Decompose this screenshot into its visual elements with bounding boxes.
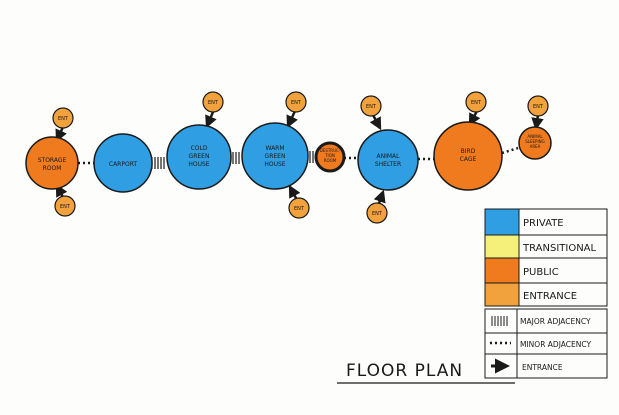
legend-label-minor: MINOR ADJACENCY xyxy=(520,340,591,349)
svg-text:ENT: ENT xyxy=(58,116,69,122)
entrance-node: ENT xyxy=(366,202,388,224)
legend-label-major: MAJOR ADJACENCY xyxy=(520,317,591,326)
entrance-node: ENT xyxy=(202,91,224,113)
entrance-nodes: ENT ENT ENT ENT ENT ENT ENT ENT xyxy=(52,91,549,224)
legend-symbol-major xyxy=(491,316,508,326)
entrance-node: ENT xyxy=(465,91,487,113)
svg-text:ENT: ENT xyxy=(533,104,544,110)
entrance-arrow xyxy=(531,114,544,131)
legend-swatch-private xyxy=(484,208,520,236)
svg-text:ENT: ENT xyxy=(60,204,71,210)
entrance-node: ENT xyxy=(52,107,74,129)
entrance-arrow xyxy=(288,184,301,201)
entrance-node: ENT xyxy=(288,197,310,219)
room-carport: CARPORT xyxy=(93,133,153,193)
svg-text:ENT: ENT xyxy=(291,100,302,106)
legend-label-entry: ENTRANCE xyxy=(522,363,563,372)
legend-label-transitional: TRANSITIONAL xyxy=(522,243,597,254)
legend-label-entrance: ENTRANCE xyxy=(523,291,577,302)
entrance-arrow xyxy=(205,111,217,129)
legend: PRIVATE TRANSITIONAL PUBLIC ENTRANCE MAJ… xyxy=(484,208,608,379)
legend-label-public: PUBLIC xyxy=(523,267,559,278)
entrance-node: ENT xyxy=(527,95,549,117)
legend-swatch-public xyxy=(484,257,520,284)
legend-label-private: PRIVATE xyxy=(523,218,564,229)
entrance-node: ENT xyxy=(54,195,76,217)
entrance-arrow xyxy=(369,114,382,131)
svg-text:FLOOR PLAN: FLOOR PLAN xyxy=(346,361,463,381)
svg-text:CARPORT: CARPORT xyxy=(109,161,138,168)
entrance-node: ENT xyxy=(285,91,307,113)
legend-swatch-transitional xyxy=(484,234,520,259)
svg-text:ENT: ENT xyxy=(294,206,305,212)
major-adjacency-line xyxy=(151,157,165,169)
svg-text:ENT: ENT xyxy=(208,100,219,106)
svg-text:ENT: ENT xyxy=(471,100,482,106)
entrance-arrow xyxy=(286,110,298,129)
svg-text:ENT: ENT xyxy=(372,211,383,217)
svg-text:ENT: ENT xyxy=(366,104,377,110)
minor-adjacency-line xyxy=(501,146,519,155)
entrance-node: ENT xyxy=(360,95,382,117)
floor-plan-title: FLOOR PLAN xyxy=(337,361,515,384)
legend-swatch-entrance xyxy=(484,282,520,307)
